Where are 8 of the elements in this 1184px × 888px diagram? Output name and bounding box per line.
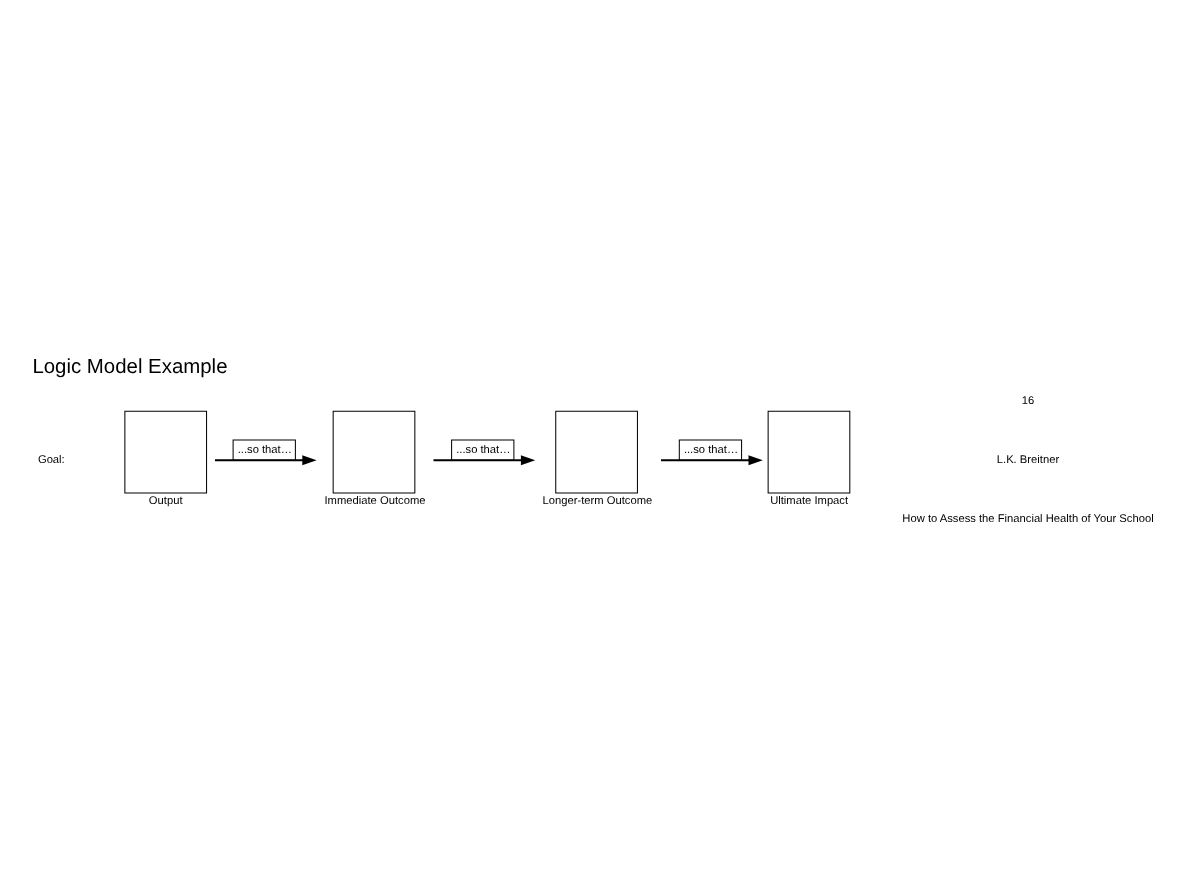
node-box: [124, 409, 208, 493]
arrow: [661, 454, 763, 465]
arrow: [214, 454, 317, 465]
node-box: [332, 409, 416, 493]
node-box: [555, 409, 638, 493]
arrow: [433, 454, 536, 465]
node-box: [767, 409, 851, 493]
diagram-title: Logic Model Example: [32, 355, 228, 378]
